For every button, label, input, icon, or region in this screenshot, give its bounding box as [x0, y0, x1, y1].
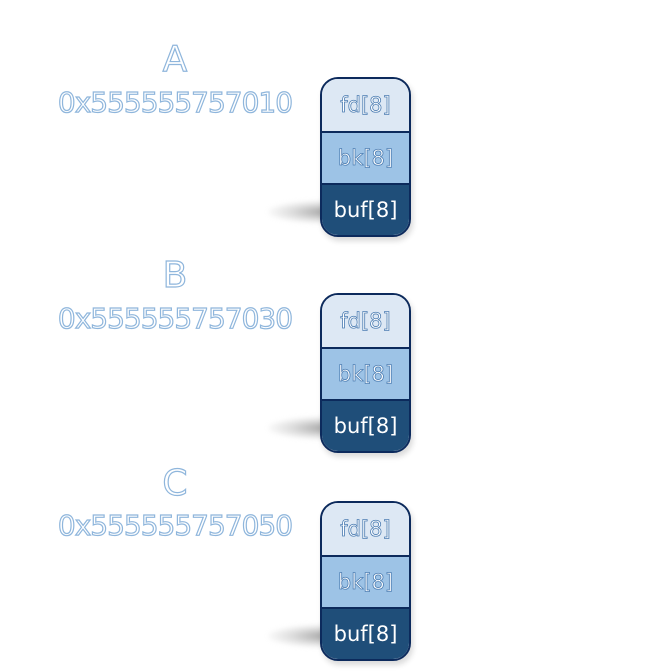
field-buf: buf[8] — [322, 398, 409, 451]
chunk-name: B — [162, 255, 188, 296]
chunk-name: C — [162, 463, 188, 504]
field-bk: bk[8] — [322, 130, 409, 183]
field-fd: fd[8] — [322, 295, 409, 347]
chunk-box: fd[8] bk[8] buf[8] — [320, 293, 411, 453]
field-bk: bk[8] — [322, 554, 409, 607]
field-fd: fd[8] — [322, 503, 409, 555]
field-buf: buf[8] — [322, 606, 409, 659]
field-bk: bk[8] — [322, 346, 409, 399]
chunk-name: A — [162, 39, 188, 80]
chunk-a: A 0x555555757010 fd[8] bk[8] buf[8] — [0, 0, 657, 237]
field-fd: fd[8] — [322, 79, 409, 131]
chunk-box: fd[8] bk[8] buf[8] — [320, 501, 411, 661]
chunk-address: 0x555555757010 — [57, 85, 293, 119]
chunk-address: 0x555555757030 — [57, 301, 293, 335]
field-buf: buf[8] — [322, 182, 409, 235]
chunk-b: B 0x555555757030 fd[8] bk[8] buf[8] — [0, 0, 657, 453]
chunk-box: fd[8] bk[8] buf[8] — [320, 77, 411, 237]
chunk-address: 0x555555757050 — [57, 508, 293, 542]
